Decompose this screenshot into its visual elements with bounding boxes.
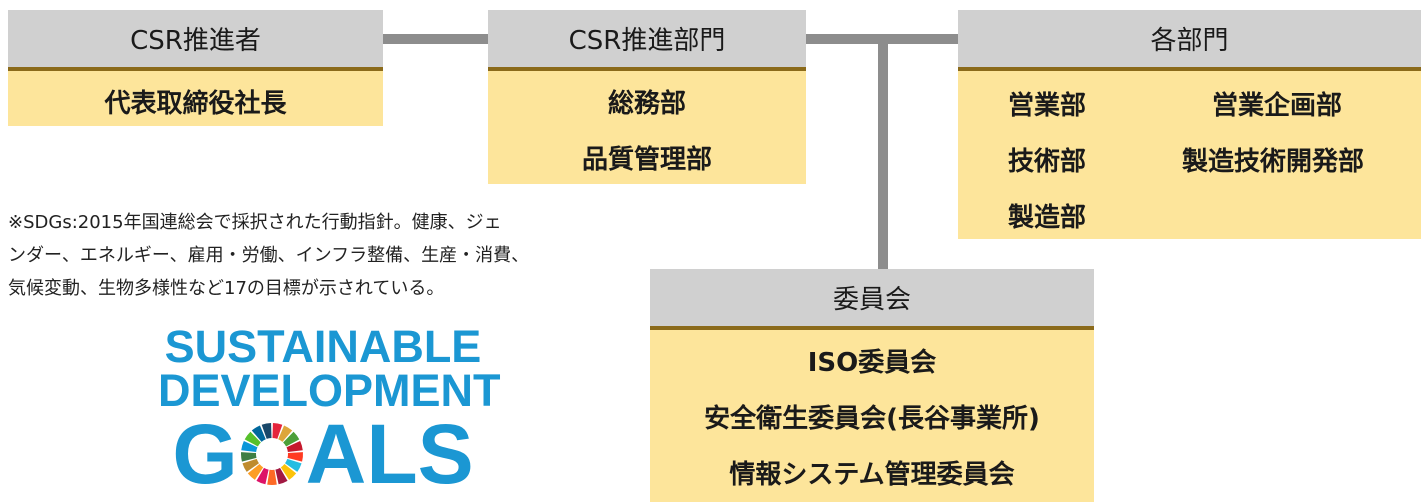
committee-item: 安全衛生委員会(長谷事業所) — [704, 404, 1040, 434]
wheel-segment — [280, 464, 296, 480]
committee-box: 委員会 ISO委員会 安全衛生委員会(長谷事業所) 情報システム管理委員会 — [650, 269, 1094, 502]
wheel-segment — [261, 423, 272, 439]
csr-dept-box: CSR推進部門 総務部 品質管理部 — [488, 10, 806, 184]
wheel-segment — [284, 458, 302, 472]
wheel-segment — [275, 467, 288, 485]
wheel-segment — [282, 431, 299, 447]
csr-dept-header: CSR推進部門 — [488, 10, 806, 71]
connector-promoter-to-dept — [383, 34, 488, 44]
sdgs-wheel-icon — [240, 423, 303, 485]
department-item: 技術部 — [1008, 147, 1087, 177]
department-item: 営業部 — [1008, 91, 1087, 121]
committee-header: 委員会 — [650, 269, 1094, 330]
wheel-segment — [286, 441, 303, 453]
wheel-segment — [247, 464, 263, 480]
department-item: 営業企画部 — [1212, 91, 1343, 121]
departments-body: 営業部 営業企画部 技術部 製造技術開発部 製造部 — [958, 71, 1421, 239]
sdgs-footnote: ※SDGs:2015年国連総会で採択された行動指針。健康、ジェ ンダー、エネルギ… — [8, 206, 658, 305]
logo-letters-als: ALS — [305, 407, 474, 501]
wheel-segment — [266, 469, 277, 485]
footnote-line: ※SDGs:2015年国連総会で採択された行動指針。健康、ジェ — [8, 212, 502, 233]
csr-promoter-header: CSR推進者 — [8, 10, 383, 71]
connector-to-committee — [878, 34, 888, 269]
wheel-segment — [256, 467, 269, 485]
wheel-segment — [272, 423, 282, 439]
logo-letter-g: G — [172, 407, 238, 501]
committee-body: ISO委員会 安全衛生委員会(長谷事業所) 情報システム管理委員会 — [650, 330, 1094, 502]
department-item: 製造技術開発部 — [1182, 147, 1365, 177]
wheel-segment — [242, 458, 259, 472]
sdgs-logo: SUSTAINABLE DEVELOPMENT G ALS — [158, 309, 501, 502]
footnote-line: 気候変動、生物多様性など17の目標が示されている。 — [8, 278, 445, 299]
committee-item: 情報システム管理委員会 — [729, 460, 1015, 490]
logo-text-sustainable: SUSTAINABLE — [164, 321, 482, 372]
csr-promoter-body: 代表取締役社長 — [8, 71, 383, 126]
wheel-segment — [277, 425, 292, 442]
logo-text-development: DEVELOPMENT — [158, 365, 501, 416]
csr-dept-item: 総務部 — [607, 89, 686, 119]
wheel-segment — [287, 452, 303, 462]
wheel-segment — [240, 441, 258, 453]
departments-header: 各部門 — [958, 10, 1421, 71]
csr-dept-body: 総務部 品質管理部 — [488, 71, 806, 184]
wheel-segment — [251, 425, 266, 442]
wheel-segment — [244, 431, 261, 447]
departments-box: 各部門 営業部 営業企画部 技術部 製造技術開発部 製造部 — [958, 10, 1421, 239]
csr-dept-item: 品質管理部 — [581, 145, 712, 175]
wheel-segment — [240, 452, 257, 462]
csr-promoter-item: 代表取締役社長 — [104, 89, 287, 119]
department-item: 製造部 — [1008, 203, 1087, 233]
logo-text-goals: G ALS — [158, 407, 488, 502]
committee-item: ISO委員会 — [807, 348, 937, 378]
footnote-line: ンダー、エネルギー、雇用・労働、インフラ整備、生産・消費、 — [8, 245, 530, 266]
csr-promoter-box: CSR推進者 代表取締役社長 — [8, 10, 383, 126]
